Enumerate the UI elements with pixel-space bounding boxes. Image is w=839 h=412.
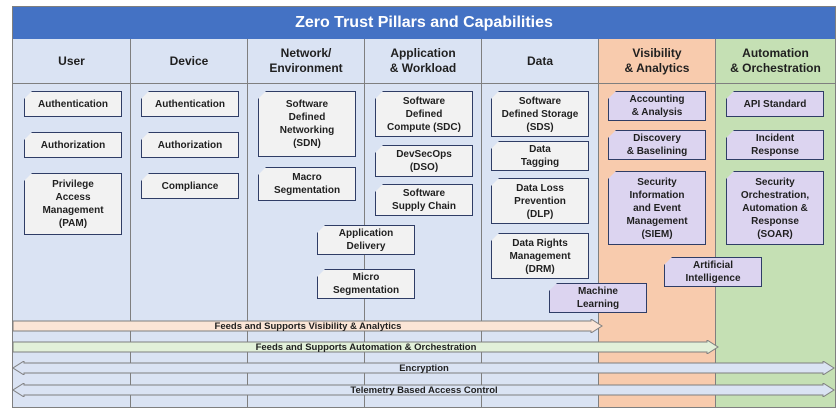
double-arrow-icon [13,383,835,397]
capability-data-tagging: Data Tagging [491,141,589,171]
capability-user-authentication: Authentication [24,91,122,117]
right-arrow-icon [13,340,719,354]
capability-accounting: Accounting & Analysis [608,91,706,121]
flow-encryption-label: Encryption [399,362,449,374]
capability-device-authentication: Authentication [141,91,239,117]
capability-soar: Security Orchestration, Automation & Res… [726,171,824,245]
right-arrow-icon [13,319,603,333]
capability-user-pam: Privilege Access Management (PAM) [24,173,122,235]
capability-machine-learning: Machine Learning [549,283,647,313]
zero-trust-diagram: Zero Trust Pillars and Capabilities User… [12,6,836,408]
capability-devsecops: DevSecOps (DSO) [375,145,473,177]
flow-telemetry-label: Telemetry Based Access Control [350,384,498,396]
pillar-device-header: Device [131,39,247,84]
flow-encryption-arrow: Encryption [13,361,835,375]
flow-automation-label: Feeds and Supports Automation & Orchestr… [255,341,477,353]
capability-sdn: Software Defined Networking (SDN) [258,91,356,157]
capability-dlp: Data Loss Prevention (DLP) [491,178,589,224]
capability-micro-segmentation: Micro Segmentation [317,269,415,299]
double-arrow-icon [13,361,835,375]
capability-device-compliance: Compliance [141,173,239,199]
pillar-application-header: Application & Workload [365,39,481,84]
capability-discovery: Discovery & Baselining [608,130,706,160]
pillar-automation-header: Automation & Orchestration [716,39,835,84]
pillar-network-header: Network/ Environment [248,39,364,84]
capability-siem: Security Information and Event Managemen… [608,171,706,245]
capability-sdc: Software Defined Compute (SDC) [375,91,473,137]
pillar-visibility-header: Visibility & Analytics [599,39,715,84]
capability-supply-chain: Software Supply Chain [375,184,473,216]
capability-api-standard: API Standard [726,91,824,117]
capability-sds: Software Defined Storage (SDS) [491,91,589,137]
capability-user-authorization: Authorization [24,132,122,158]
flow-automation-arrow: Feeds and Supports Automation & Orchestr… [13,340,719,354]
capability-drm: Data Rights Management (DRM) [491,233,589,279]
pillar-data-header: Data [482,39,598,84]
capability-device-authorization: Authorization [141,132,239,158]
diagram-title: Zero Trust Pillars and Capabilities [13,7,835,39]
flow-telemetry-arrow: Telemetry Based Access Control [13,383,835,397]
flow-visibility-label: Feeds and Supports Visibility & Analytic… [214,320,402,332]
capability-artificial-intelligence: Artificial Intelligence [664,257,762,287]
capability-macro-segmentation: Macro Segmentation [258,167,356,201]
flow-visibility-arrow: Feeds and Supports Visibility & Analytic… [13,319,603,333]
pillar-user-header: User [13,39,130,84]
capability-application-delivery: Application Delivery [317,225,415,255]
capability-incident-response: Incident Response [726,130,824,160]
